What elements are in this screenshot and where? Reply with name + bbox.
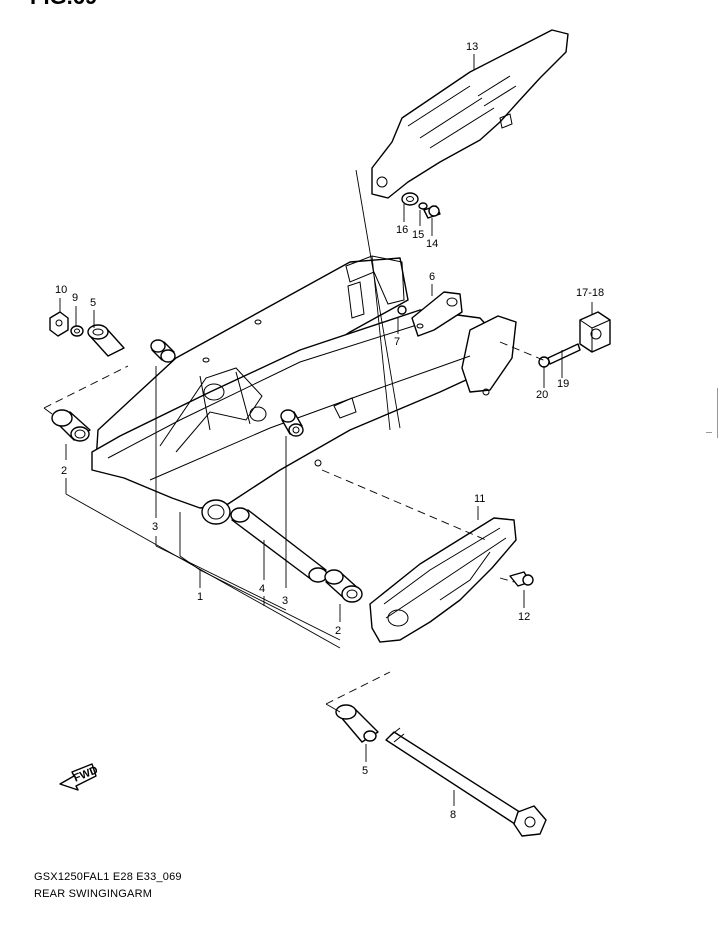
callout-5-lower: 5 [362,765,368,777]
collar-5-lower [335,704,379,743]
pivot-shaft-8 [385,727,547,837]
bearing-2-left [51,409,91,442]
callout-2-right: 2 [335,625,341,637]
callout-19: 19 [557,378,569,390]
bolt-7 [397,305,407,315]
spacer-4 [230,507,328,583]
washer-9 [70,325,84,337]
chain-buffer-11 [369,517,517,643]
callout-14: 14 [426,238,438,250]
figure-name: REAR SWINGINGARM [34,888,153,900]
callout-12: 12 [518,611,530,623]
bearing-3-lower [280,409,304,437]
callout-3-right: 3 [282,595,288,607]
callout-2-left: 2 [61,465,67,477]
callout-15: 15 [412,229,424,241]
bearing-2-right [324,569,363,603]
chain-case-13 [371,29,569,199]
collar-16 [401,192,419,206]
callout-16: 16 [396,224,408,236]
forward-arrow-icon: FWD [59,763,100,791]
callout-9: 9 [72,292,78,304]
callout-6: 6 [429,271,435,283]
adjuster-bolt-19 [547,343,581,365]
callout-10: 10 [55,284,67,296]
block-17-18 [579,311,611,353]
callout-7: 7 [394,336,400,348]
swingarm-1 [91,255,517,525]
callout-8: 8 [450,809,456,821]
callout-3-left: 3 [152,521,158,533]
bolt-12 [509,571,534,587]
edge-tick [706,432,712,433]
callout-labels: 13 16 15 14 10 9 5 6 7 17-18 19 20 2 3 4… [55,41,604,821]
collar-5-upper [87,324,125,357]
figure-model-code: GSX1250FAL1 E28 E33_069 [34,871,182,883]
callout-20: 20 [536,389,548,401]
callout-13: 13 [466,41,478,53]
callout-11: 11 [474,493,485,505]
bearing-3-upper [150,339,176,363]
callout-17-18: 17-18 [576,287,604,299]
callout-1: 1 [197,591,203,603]
nut-10 [49,311,69,337]
chain-adjuster-plate-6 [411,291,463,337]
callout-5-upper: 5 [90,297,96,309]
figure-title: FIG.69 [30,0,97,9]
callout-4: 4 [259,583,265,595]
bolt-14 [423,205,441,219]
washer-15 [418,202,428,210]
leader-lines [43,54,593,806]
